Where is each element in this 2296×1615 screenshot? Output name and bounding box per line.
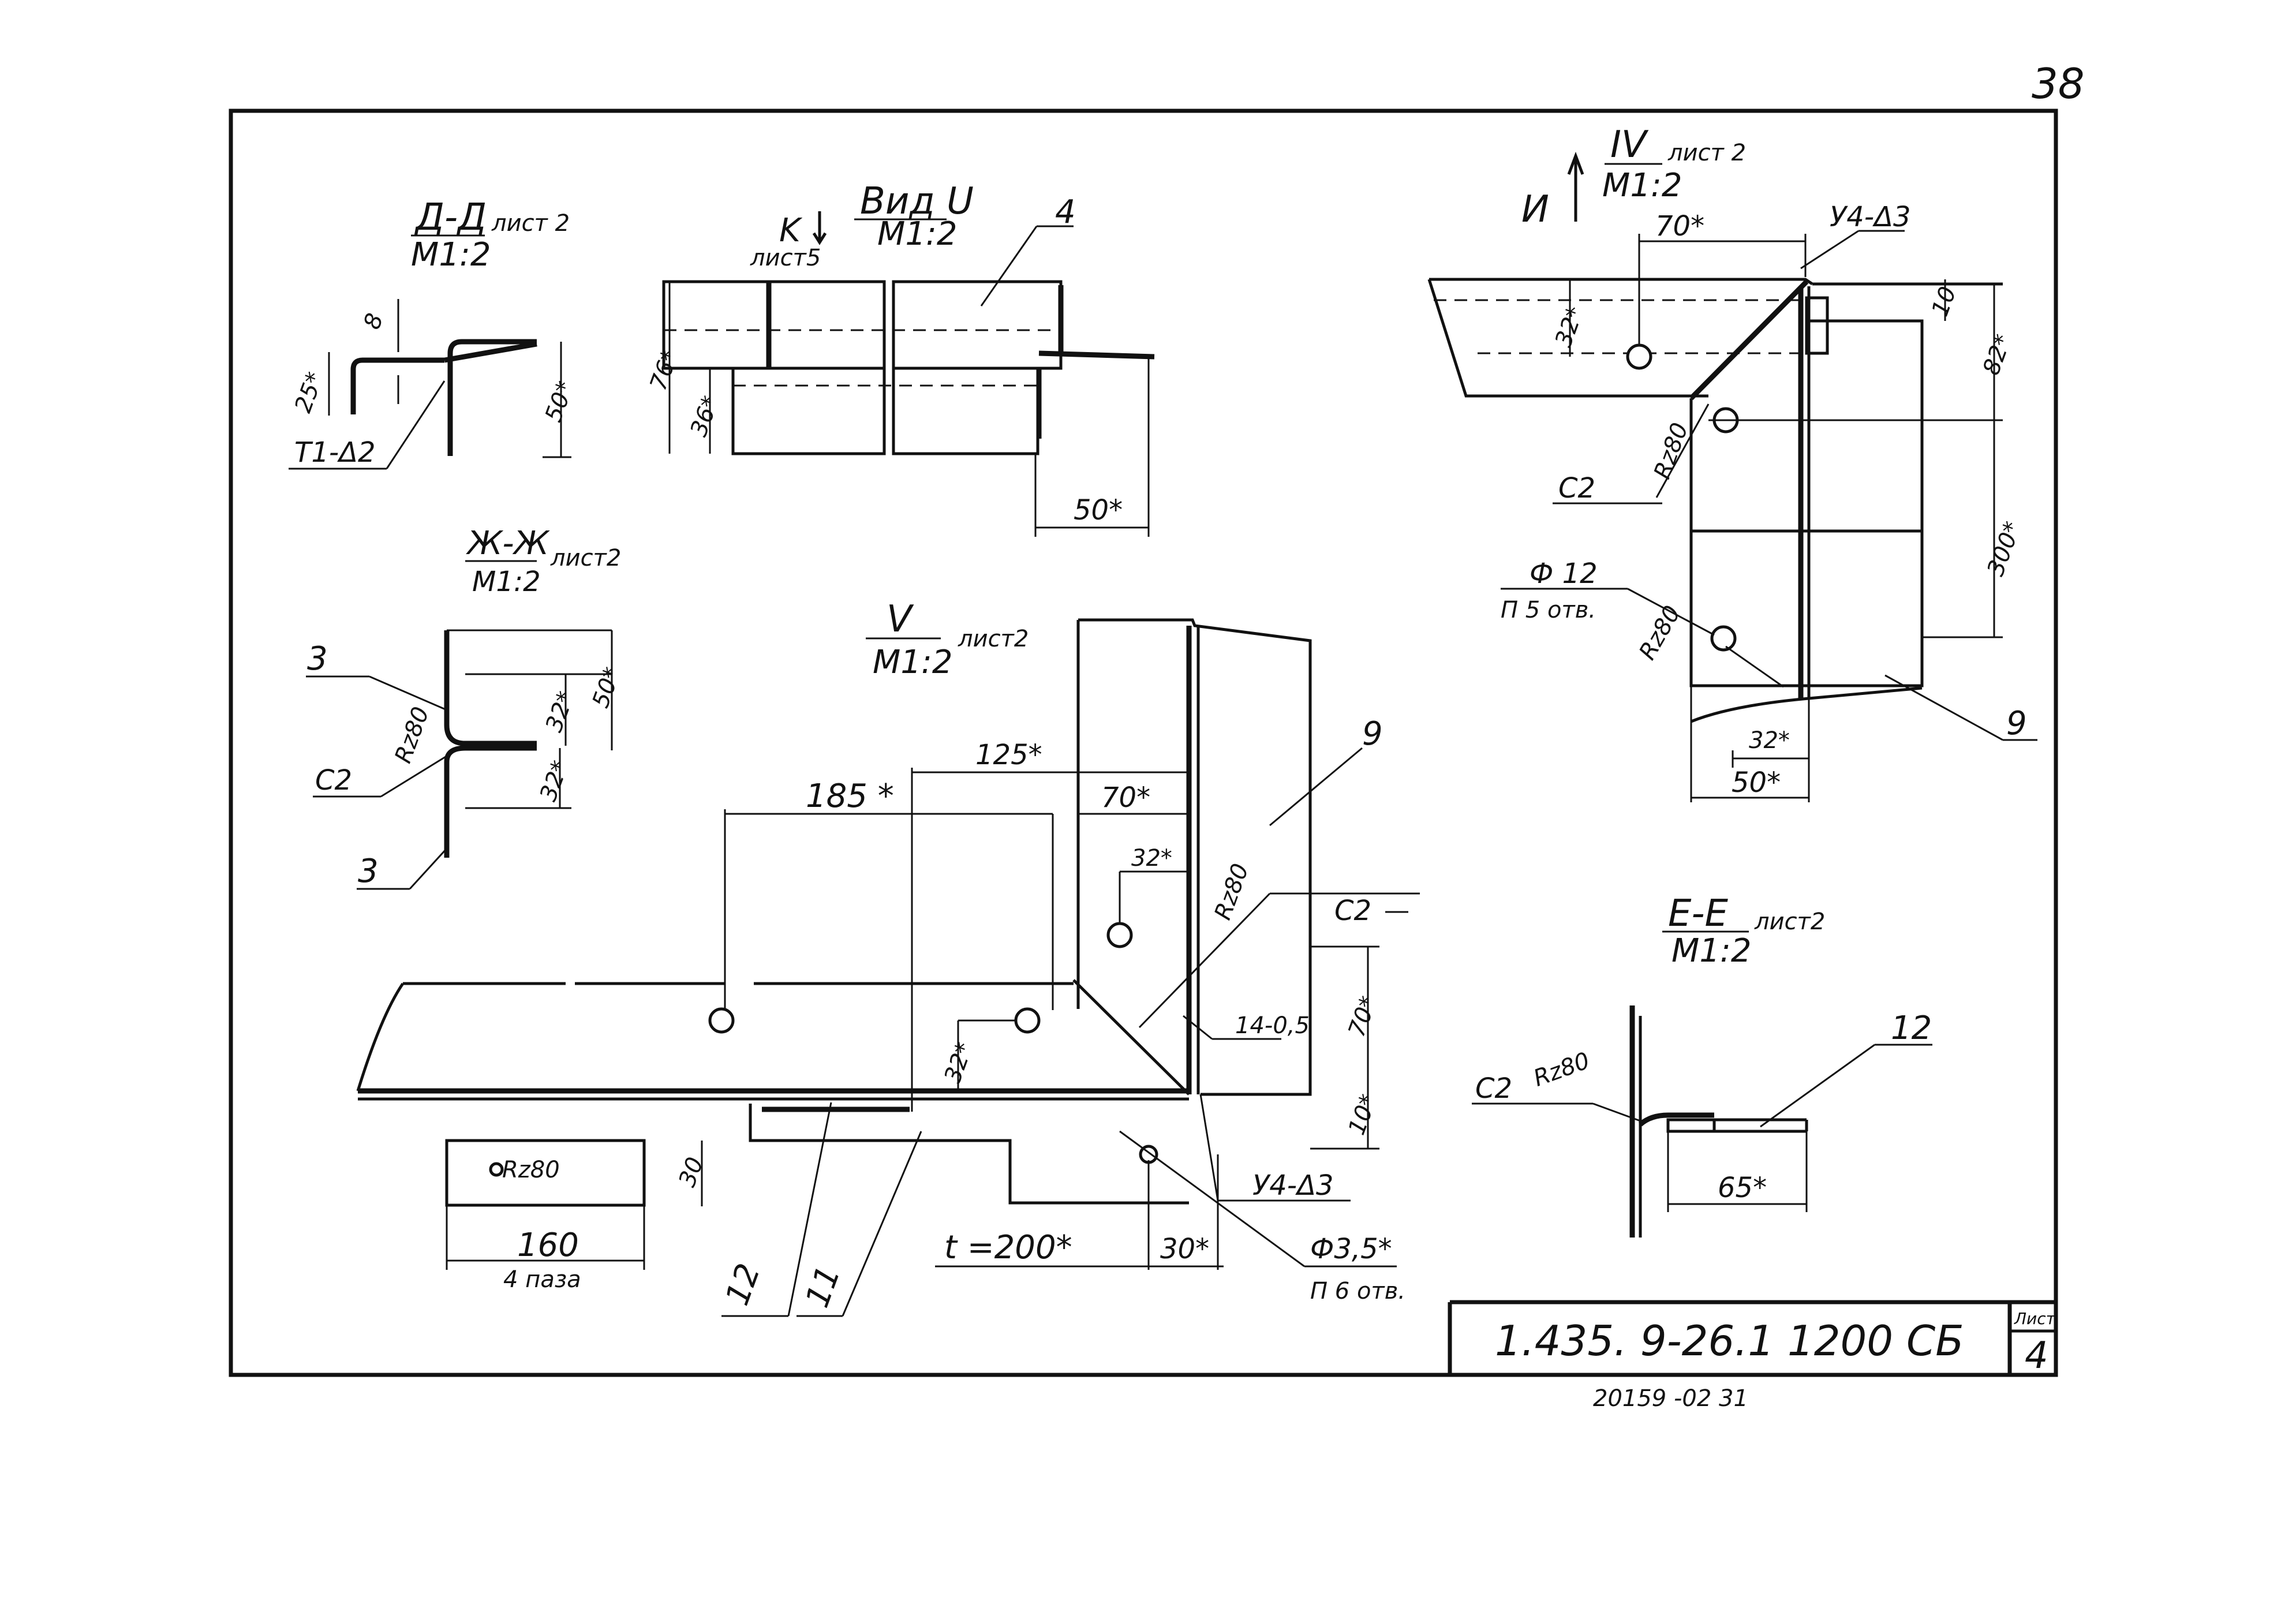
- iv-hole-3: [1710, 625, 1737, 652]
- view-v-scale: M1:2: [873, 644, 952, 681]
- v-part-9: 9: [1362, 715, 1383, 753]
- view-iv-title: IV: [1610, 124, 1649, 166]
- dim-zhzh-upper: 32*: [541, 688, 579, 735]
- dim-iv-top: 70*: [1655, 210, 1704, 242]
- rough-iv-2: Rz80: [1634, 601, 1686, 664]
- weld-zhzh: C2: [315, 764, 352, 797]
- view-zhzh-ref: лист2: [550, 545, 621, 571]
- view-vid-u-arrow-ref: лист5: [750, 245, 821, 271]
- view-iv: И IV M1:2 лист 2 70* У4-Δ3 10: [1427, 124, 2037, 802]
- dim-v-125: 125*: [975, 739, 1042, 771]
- view-v-title: V: [887, 598, 914, 641]
- dim-iv-bottom1: 32*: [1749, 727, 1790, 754]
- view-vid-u: Вид U M1:2 K лист5 4 76* 36* 50*: [645, 180, 1155, 537]
- view-vid-u-part: 4: [1055, 193, 1076, 231]
- weld-dd: T1-Δ2: [294, 436, 376, 469]
- dim-iv-vert-left: 32*: [1550, 303, 1589, 350]
- dim-dd-left: 25*: [290, 369, 328, 416]
- view-iv-arrow: И: [1521, 188, 1549, 231]
- dim-iv-bottom2: 50*: [1732, 767, 1781, 799]
- view-dd-scale: M1:2: [411, 236, 491, 274]
- dim-v-160: 160: [517, 1227, 579, 1264]
- iv-part: 9: [2006, 705, 2027, 742]
- view-zhzh: Ж-Ж M1:2 лист2 50* 32* 32* 3 3 C2 Rz80: [306, 525, 626, 890]
- v-hole-2: [1014, 1007, 1041, 1034]
- view-dd-ref: лист 2: [491, 210, 570, 237]
- dim-v-32b: 32*: [940, 1039, 978, 1086]
- hole-iv-note: П 5 отв.: [1501, 597, 1596, 623]
- hole-v-note: П 6 отв.: [1310, 1278, 1405, 1304]
- view-iv-ref: лист 2: [1667, 140, 1746, 166]
- dim-v-30b: 30*: [1160, 1233, 1209, 1265]
- view-vid-u-arrow: K: [779, 212, 803, 249]
- dim-iv-gap: 10: [1927, 283, 1962, 320]
- hole-v: Ф3,5*: [1310, 1233, 1392, 1265]
- dim-v-185: 185 *: [806, 777, 894, 815]
- ee-part: 12: [1891, 1010, 1932, 1047]
- view-dd: Д-Д M1:2 лист 2 8 25* 50* T1-Δ2: [289, 196, 579, 470]
- v-hole-3: [1106, 922, 1133, 948]
- view-v: V M1:2 лист2 185 * 125* 70* 32* Rz8: [356, 598, 1420, 1317]
- page-number: 38: [2032, 59, 2085, 108]
- view-ee-ref: лист2: [1754, 909, 1825, 935]
- title-block: 1.435. 9-26.1 1200 СБ Лист 4 20159 -02 3…: [1448, 1300, 2056, 1412]
- dim-vid-u-bottom: 50*: [1074, 494, 1123, 526]
- view-dd-title: Д-Д: [414, 196, 487, 239]
- view-ee-title: E-E: [1668, 892, 1729, 935]
- view-v-ref: лист2: [958, 626, 1029, 652]
- weld-ee: C2: [1475, 1072, 1512, 1105]
- view-vid-u-title: Вид U: [860, 180, 974, 223]
- archive-number: 20159 -02 31: [1593, 1385, 1748, 1412]
- dim-iv-right-lower: 300*: [1983, 518, 2026, 580]
- sheet-label: Лист: [2014, 1309, 2056, 1328]
- rough-zhzh: Rz80: [390, 704, 434, 767]
- weld-iv-top: У4-Δ3: [1830, 201, 1910, 233]
- sheet-number: 4: [2025, 1334, 2048, 1377]
- dim-ee: 65*: [1718, 1172, 1767, 1204]
- weld-v-14: 14-0,5: [1235, 1012, 1310, 1039]
- drawing-designation: 1.435. 9-26.1 1200 СБ: [1495, 1317, 1964, 1365]
- dim-zhzh-lower: 32*: [535, 757, 574, 805]
- drawing-frame: [229, 109, 2058, 1377]
- view-iv-scale: M1:2: [1602, 167, 1682, 204]
- dim-v-32a: 32*: [1131, 845, 1172, 872]
- view-zhzh-scale: M1:2: [472, 566, 541, 598]
- view-ee-scale: M1:2: [1671, 932, 1751, 970]
- weld-v-y4: У4-Δ3: [1252, 1169, 1333, 1202]
- dim-iv-right-upper: 82*: [1978, 331, 2017, 379]
- v-part-11: 11: [798, 1261, 847, 1313]
- dim-v-70: 70*: [1101, 782, 1150, 814]
- dim-v-70v: 70*: [1344, 993, 1382, 1040]
- rough-v: Rz80: [1210, 860, 1254, 923]
- rough-v-slot: Rz80: [502, 1157, 560, 1183]
- v-part-12: 12: [719, 1259, 768, 1310]
- rough-ee: Rz80: [1530, 1048, 1593, 1092]
- dim-dd-gap: 8: [358, 310, 388, 333]
- slot-note: 4 паза: [503, 1266, 581, 1293]
- weld-v-c2: C2: [1334, 895, 1371, 927]
- dim-vid-u-lower: 36*: [686, 392, 724, 440]
- iv-hole-1: [1626, 343, 1652, 370]
- view-vid-u-scale: M1:2: [877, 215, 957, 253]
- dim-v-10: 10*: [1344, 1091, 1382, 1138]
- dim-dd-right: 50*: [540, 378, 579, 425]
- dim-zhzh-outer: 50*: [588, 664, 626, 711]
- dim-v-t: t =200*: [944, 1229, 1072, 1266]
- slot-body: [445, 1139, 646, 1207]
- view-ee: E-E M1:2 лист2 C2 Rz80 12 65*: [1472, 892, 1932, 1238]
- zhzh-part-top: 3: [307, 640, 328, 678]
- hole-iv: Ф 12: [1530, 558, 1598, 590]
- slot-roughness-mark: [489, 1162, 504, 1177]
- view-zhzh-title: Ж-Ж: [466, 525, 551, 562]
- rough-iv-1: Rz80: [1649, 419, 1693, 482]
- dim-vid-u-total: 76*: [645, 346, 684, 394]
- zhzh-part-bottom: 3: [358, 853, 379, 890]
- v-hole-1: [708, 1007, 735, 1034]
- dim-v-30: 30: [674, 1154, 709, 1191]
- weld-iv: C2: [1558, 472, 1595, 504]
